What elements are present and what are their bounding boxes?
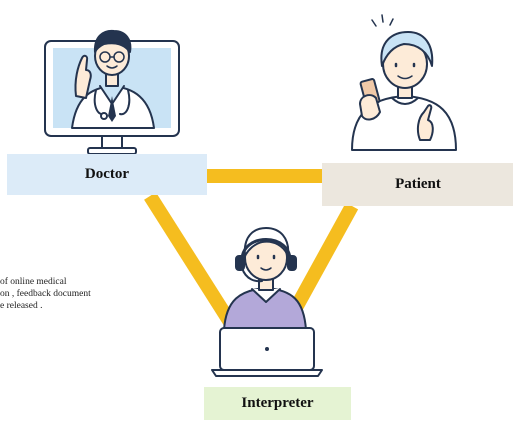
doctor-label: Doctor — [7, 154, 207, 195]
patient-left-hand — [359, 94, 381, 121]
note-line-2: on , feedback document — [0, 289, 91, 299]
interpreter-collar — [251, 288, 281, 303]
headset-mic — [241, 267, 263, 283]
connector-lines — [144, 169, 359, 334]
interpreter-headset-laptop-illustration — [211, 227, 323, 377]
connector-patient-interpreter — [285, 202, 359, 319]
monitor-neck — [101, 135, 123, 149]
laptop-base — [211, 369, 323, 377]
doctor-hand — [74, 54, 92, 99]
note-line-1: of online medical — [0, 277, 67, 287]
connector-doctor-interpreter — [144, 192, 241, 334]
doctor-tie — [108, 96, 116, 122]
doctor-label-text: Doctor — [84, 166, 130, 182]
patient-label-text: Patient — [395, 176, 441, 192]
patient-smartphone-illustration — [351, 14, 457, 151]
patient-neckline — [391, 97, 419, 105]
doctor-hair — [93, 29, 132, 53]
patient-hair — [380, 31, 434, 67]
interpreter-label-text: Interpreter — [241, 395, 314, 411]
doctor-monitor-illustration — [44, 29, 180, 155]
patient-right-hand — [416, 104, 434, 141]
headset-band — [240, 238, 292, 264]
surprise-marks — [371, 14, 394, 27]
note-line-3: e released . — [0, 301, 43, 311]
headset-left-ear — [235, 255, 245, 271]
interpreter-label: Interpreter — [204, 387, 351, 420]
patient-label: Patient — [322, 163, 513, 206]
clipped-note-text: of online medical on , feedback document… — [0, 276, 180, 312]
headset-right-ear — [287, 255, 297, 271]
